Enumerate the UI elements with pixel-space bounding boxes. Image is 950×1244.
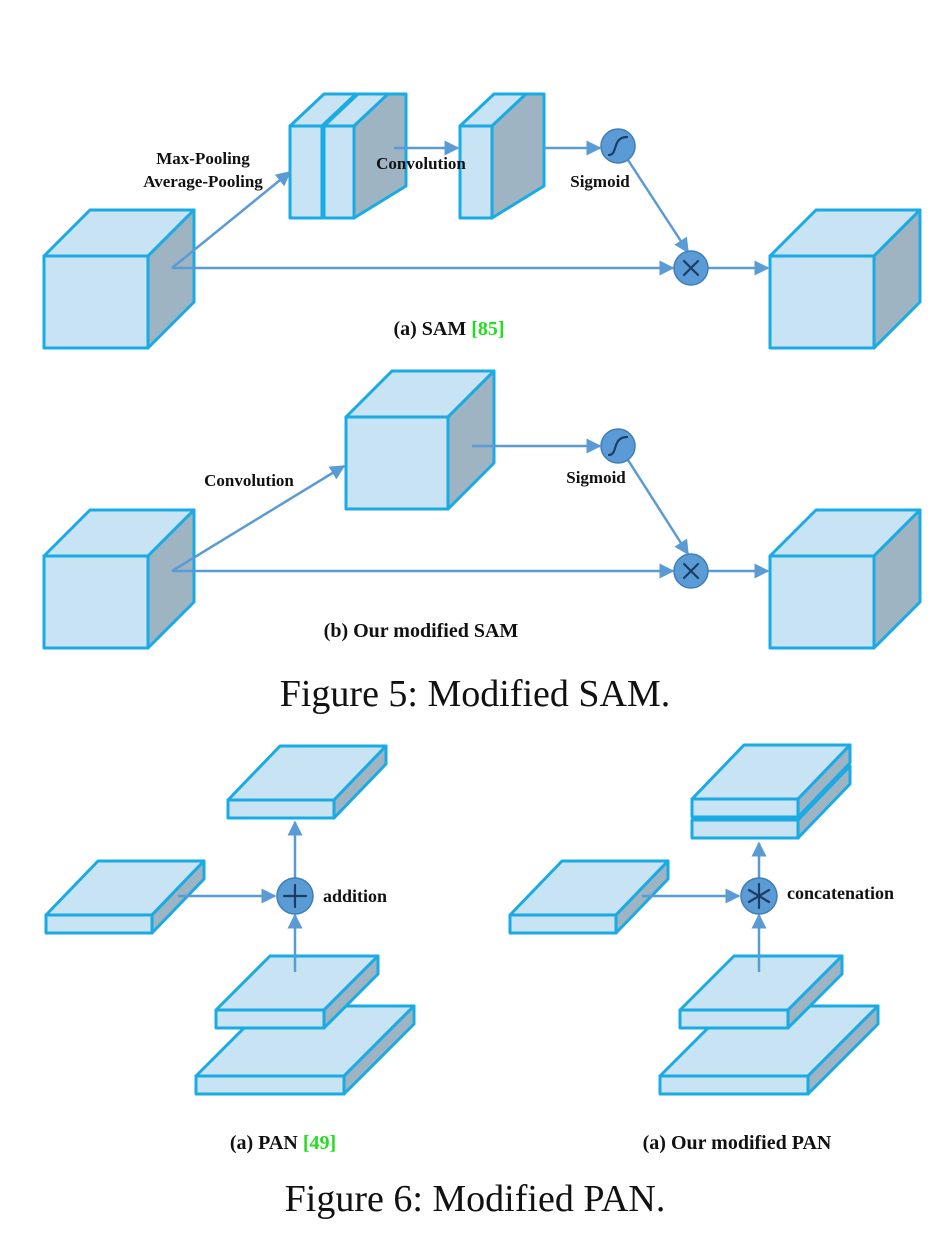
conv-slab-a — [458, 92, 546, 220]
output-cube-a — [768, 208, 922, 350]
figure-6-caption: Figure 6: Modified PAN. — [285, 1178, 666, 1220]
concatenation-label: concatenation — [787, 883, 894, 903]
input-cube-b — [42, 508, 196, 650]
multiply-icon — [673, 250, 709, 286]
conv-cube-b — [344, 369, 496, 511]
convolution-label-a: Convolution — [376, 154, 466, 173]
input-cube-a — [42, 208, 196, 350]
arrow-sigmoid-to-mult — [626, 159, 690, 254]
convolution-label-b: Convolution — [204, 471, 294, 490]
panel-b-caption: (b) Our modified SAM — [324, 620, 519, 642]
modified-pan-caption: (a) Our modified PAN — [643, 1132, 832, 1154]
panel-a-caption: (a) SAM [85] — [393, 318, 504, 340]
modified-pan-panel: concatenation (a) Our modified PAN — [508, 743, 894, 1154]
modified-pan-bottom-slab — [678, 954, 844, 1030]
pan-caption: (a) PAN [49] — [230, 1132, 336, 1154]
pooled-slab-2 — [322, 92, 408, 220]
modified-pan-output-slab-lower — [690, 764, 852, 840]
sigmoid-label-a: Sigmoid — [570, 172, 630, 191]
plus-icon — [276, 877, 314, 915]
arrow-sigmoid-to-mult-b — [626, 459, 690, 556]
addition-label: addition — [323, 886, 387, 906]
pan-panel: addition (a) PAN [49] — [44, 744, 416, 1154]
sigmoid-label-b: Sigmoid — [566, 468, 626, 487]
output-cube-b — [768, 508, 922, 650]
modified-pan-lateral-slab — [508, 859, 670, 935]
modified-pan-output-slab-upper — [690, 743, 852, 819]
pan-output-slab — [226, 744, 388, 820]
sigmoid-icon — [600, 128, 636, 164]
pan-bottom-slab — [214, 954, 380, 1030]
figure-5-caption: Figure 5: Modified SAM. — [280, 673, 671, 715]
citation-85: [85] — [471, 318, 504, 340]
max-pooling-label: Max-Pooling — [156, 149, 250, 168]
concat-icon — [740, 877, 778, 915]
multiply-icon — [673, 553, 709, 589]
citation-49: [49] — [303, 1132, 336, 1154]
arrow-to-pool — [171, 171, 292, 269]
arrow-to-conv-b — [171, 464, 346, 573]
average-pooling-label: Average-Pooling — [143, 172, 263, 191]
sam-panel-a: Max-Pooling Average-Pooling Convolution … — [42, 92, 922, 350]
sam-panel-b: Convolution Sigmoid (b) Our modified SAM — [42, 369, 922, 650]
sigmoid-icon — [600, 428, 636, 464]
